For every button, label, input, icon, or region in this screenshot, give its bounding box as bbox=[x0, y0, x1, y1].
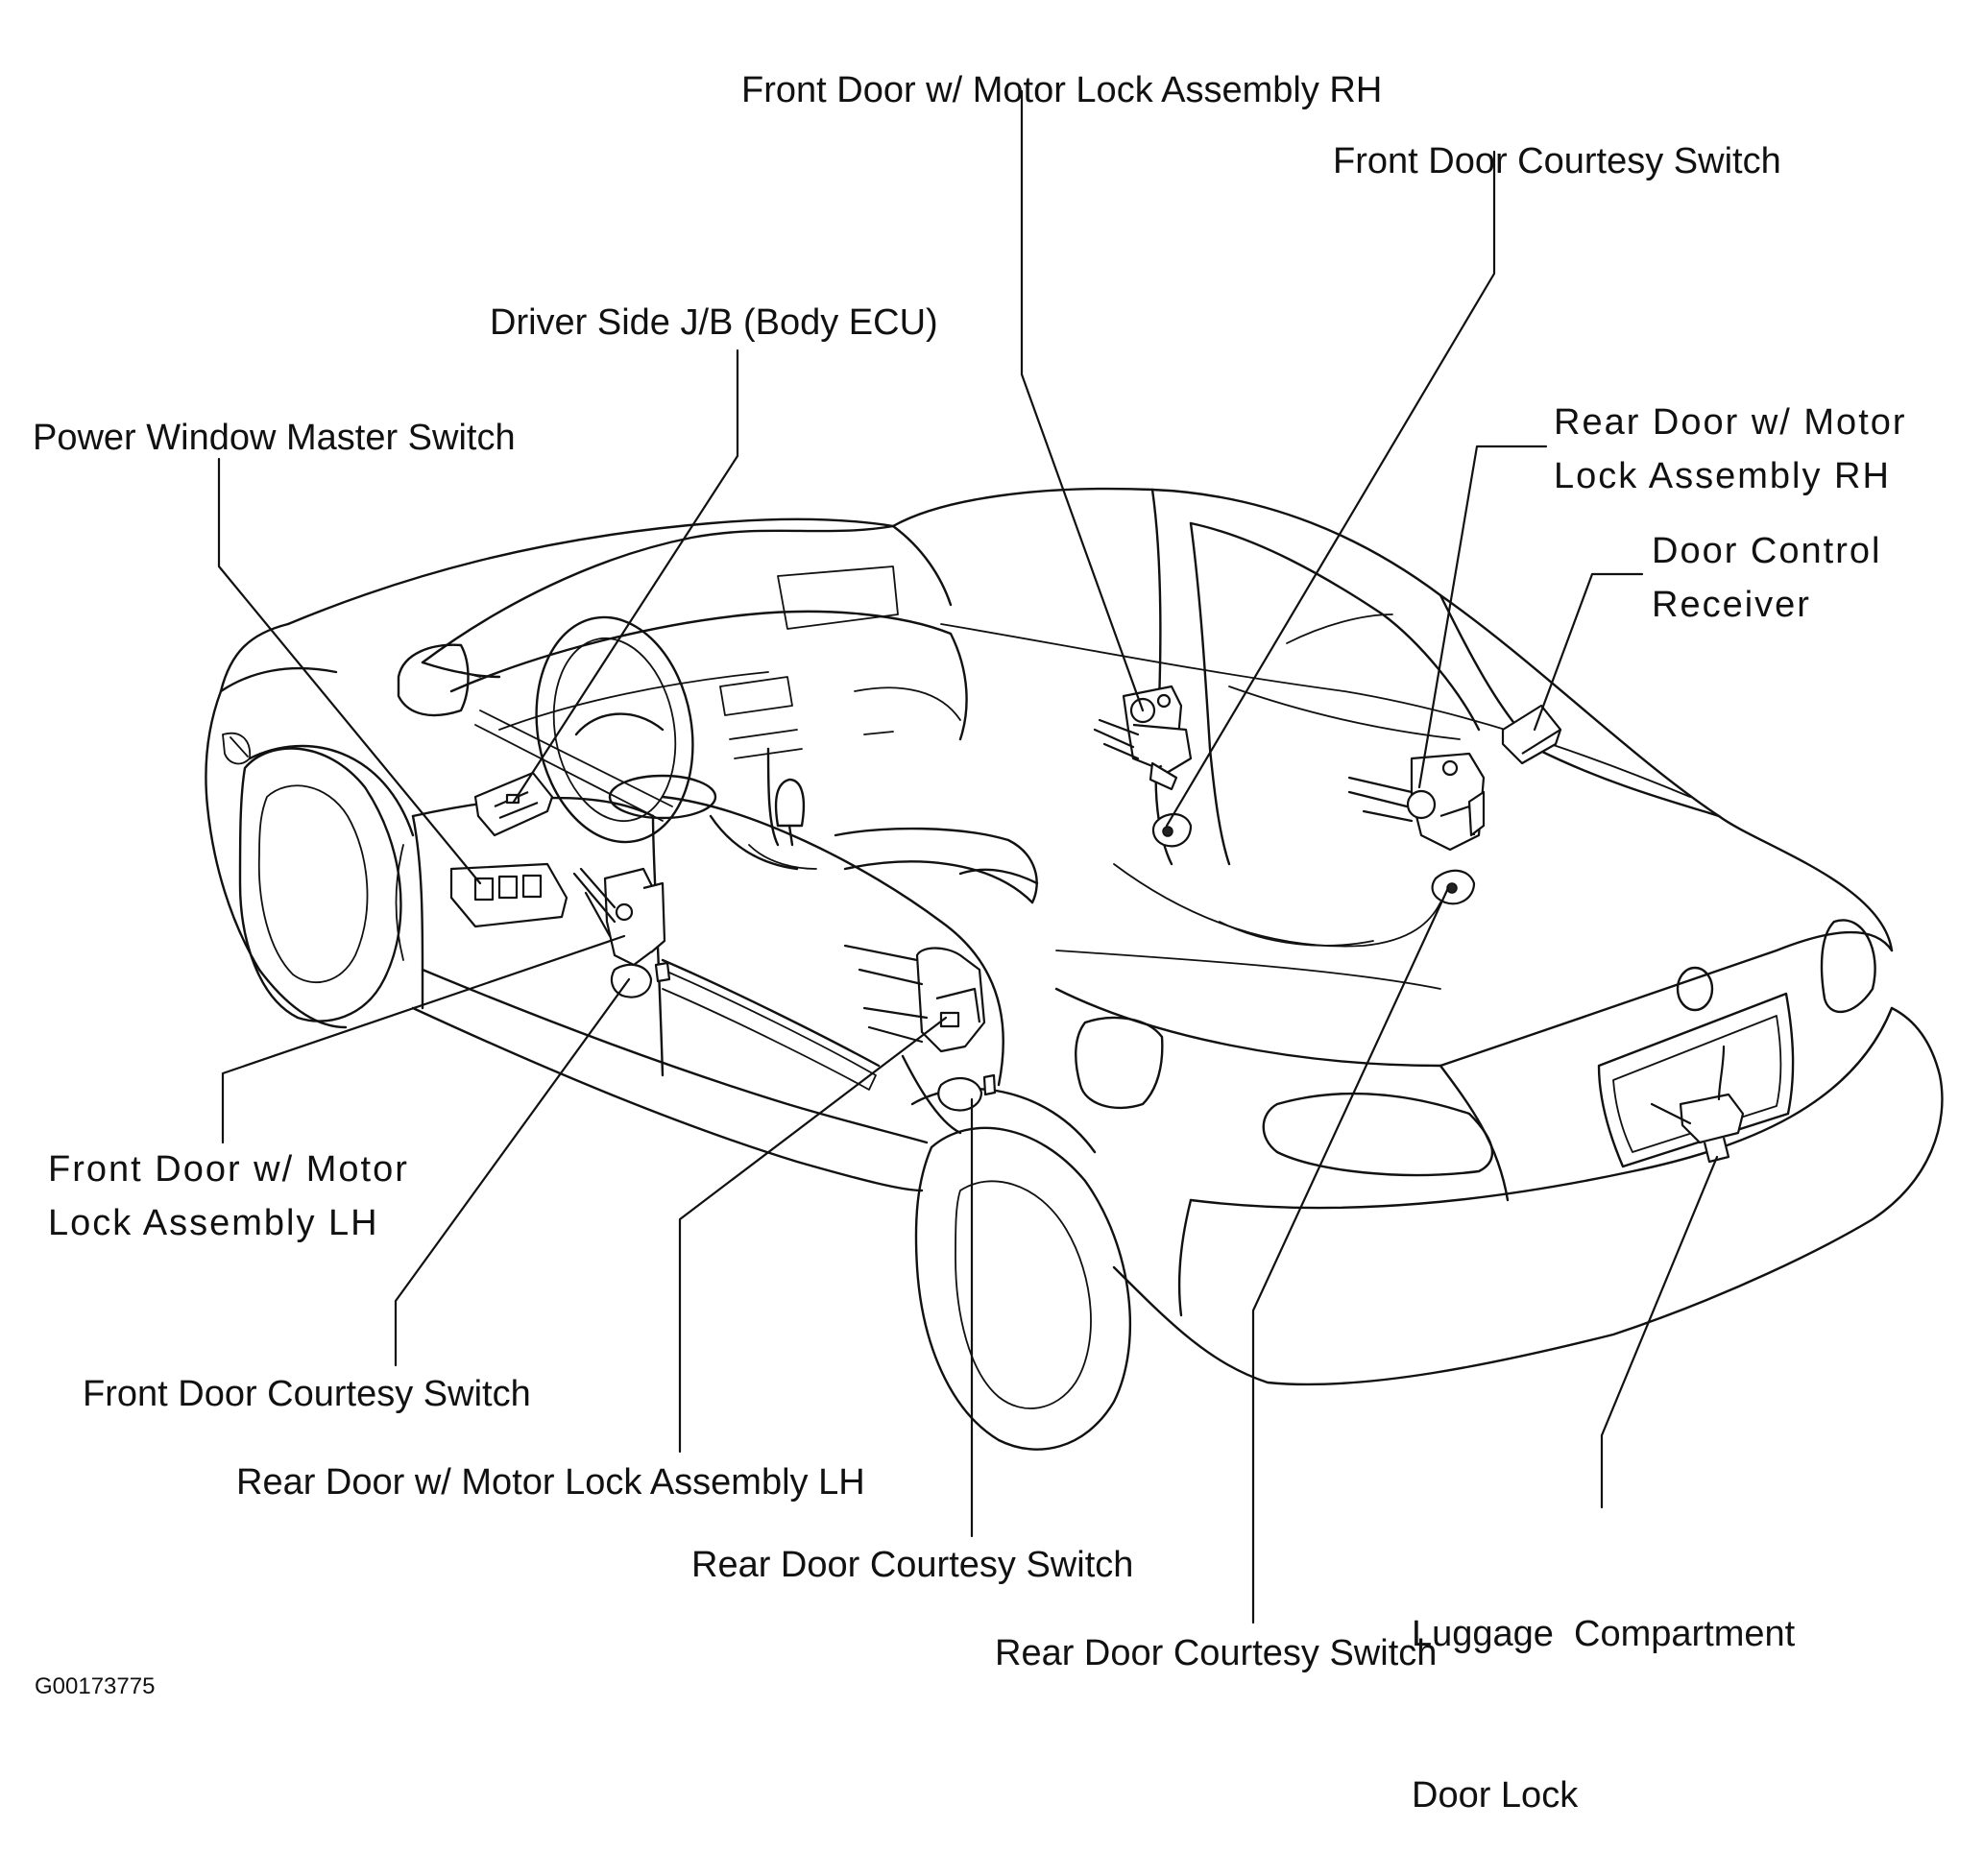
power-window-master-switch-part bbox=[449, 862, 568, 928]
label-luggage-compartment-door-lock-line2: Door Lock bbox=[1412, 1775, 1579, 1816]
label-rear-door-courtesy-switch-lh: Rear Door Courtesy Switch bbox=[691, 1545, 1134, 1585]
label-door-control-receiver: Door Control Receiver bbox=[1652, 524, 1881, 632]
front-wheel bbox=[238, 744, 415, 1022]
label-luggage-compartment-door-lock: Luggage Compartment Door Lock bbox=[1412, 1500, 1795, 1876]
label-power-window-master-switch: Power Window Master Switch bbox=[33, 418, 516, 458]
front-door-courtesy-switch-rh-part bbox=[1151, 813, 1193, 848]
label-rear-door-courtesy-switch-rh: Rear Door Courtesy Switch bbox=[995, 1633, 1438, 1673]
label-front-door-lock-lh-line1: Front Door w/ Motor bbox=[48, 1149, 409, 1190]
dashboard-interior bbox=[397, 565, 1039, 904]
rear-door-courtesy-switch-rh-part bbox=[1431, 869, 1476, 905]
label-front-door-courtesy-switch-lh: Front Door Courtesy Switch bbox=[83, 1374, 531, 1414]
label-luggage-compartment-door-lock-line1: Luggage Compartment bbox=[1412, 1614, 1796, 1654]
rear-wheel bbox=[910, 1087, 1132, 1451]
label-front-door-lock-rh: Front Door w/ Motor Lock Assembly RH bbox=[741, 70, 1383, 110]
front-door-lock-lh-part bbox=[572, 867, 666, 967]
luggage-compartment-door-lock-part bbox=[1650, 1045, 1745, 1164]
rear-door-lock-lh-part bbox=[843, 944, 986, 1053]
label-door-control-receiver-line1: Door Control bbox=[1652, 531, 1882, 571]
label-front-door-lock-lh-line2: Lock Assembly LH bbox=[48, 1203, 379, 1243]
car-cutaway-diagram bbox=[205, 89, 1944, 1624]
windows-and-pillars bbox=[421, 488, 1481, 948]
label-rear-door-lock-rh: Rear Door w/ Motor Lock Assembly RH bbox=[1554, 396, 1907, 503]
label-rear-door-lock-lh: Rear Door w/ Motor Lock Assembly LH bbox=[236, 1462, 865, 1503]
door-control-receiver-part bbox=[1501, 704, 1562, 765]
label-front-door-lock-lh: Front Door w/ Motor Lock Assembly LH bbox=[48, 1142, 409, 1250]
label-door-control-receiver-line2: Receiver bbox=[1652, 585, 1811, 625]
rear-door-courtesy-switch-lh-part bbox=[937, 1073, 997, 1112]
label-rear-door-lock-rh-line1: Rear Door w/ Motor bbox=[1554, 402, 1907, 443]
car-body-outline bbox=[205, 487, 1944, 1386]
label-driver-side-jb: Driver Side J/B (Body ECU) bbox=[490, 302, 938, 343]
rear-door-panel bbox=[661, 795, 1004, 1135]
front-door-lock-rh-part bbox=[1093, 685, 1193, 791]
label-front-door-courtesy-switch-rh: Front Door Courtesy Switch bbox=[1333, 141, 1781, 181]
driver-side-jb-part bbox=[473, 771, 554, 837]
rear-door-lock-rh-part bbox=[1347, 752, 1486, 852]
leader-lines bbox=[217, 89, 1719, 1624]
label-rear-door-lock-rh-line2: Lock Assembly RH bbox=[1554, 456, 1891, 496]
figure-code: G00173775 bbox=[35, 1673, 156, 1699]
